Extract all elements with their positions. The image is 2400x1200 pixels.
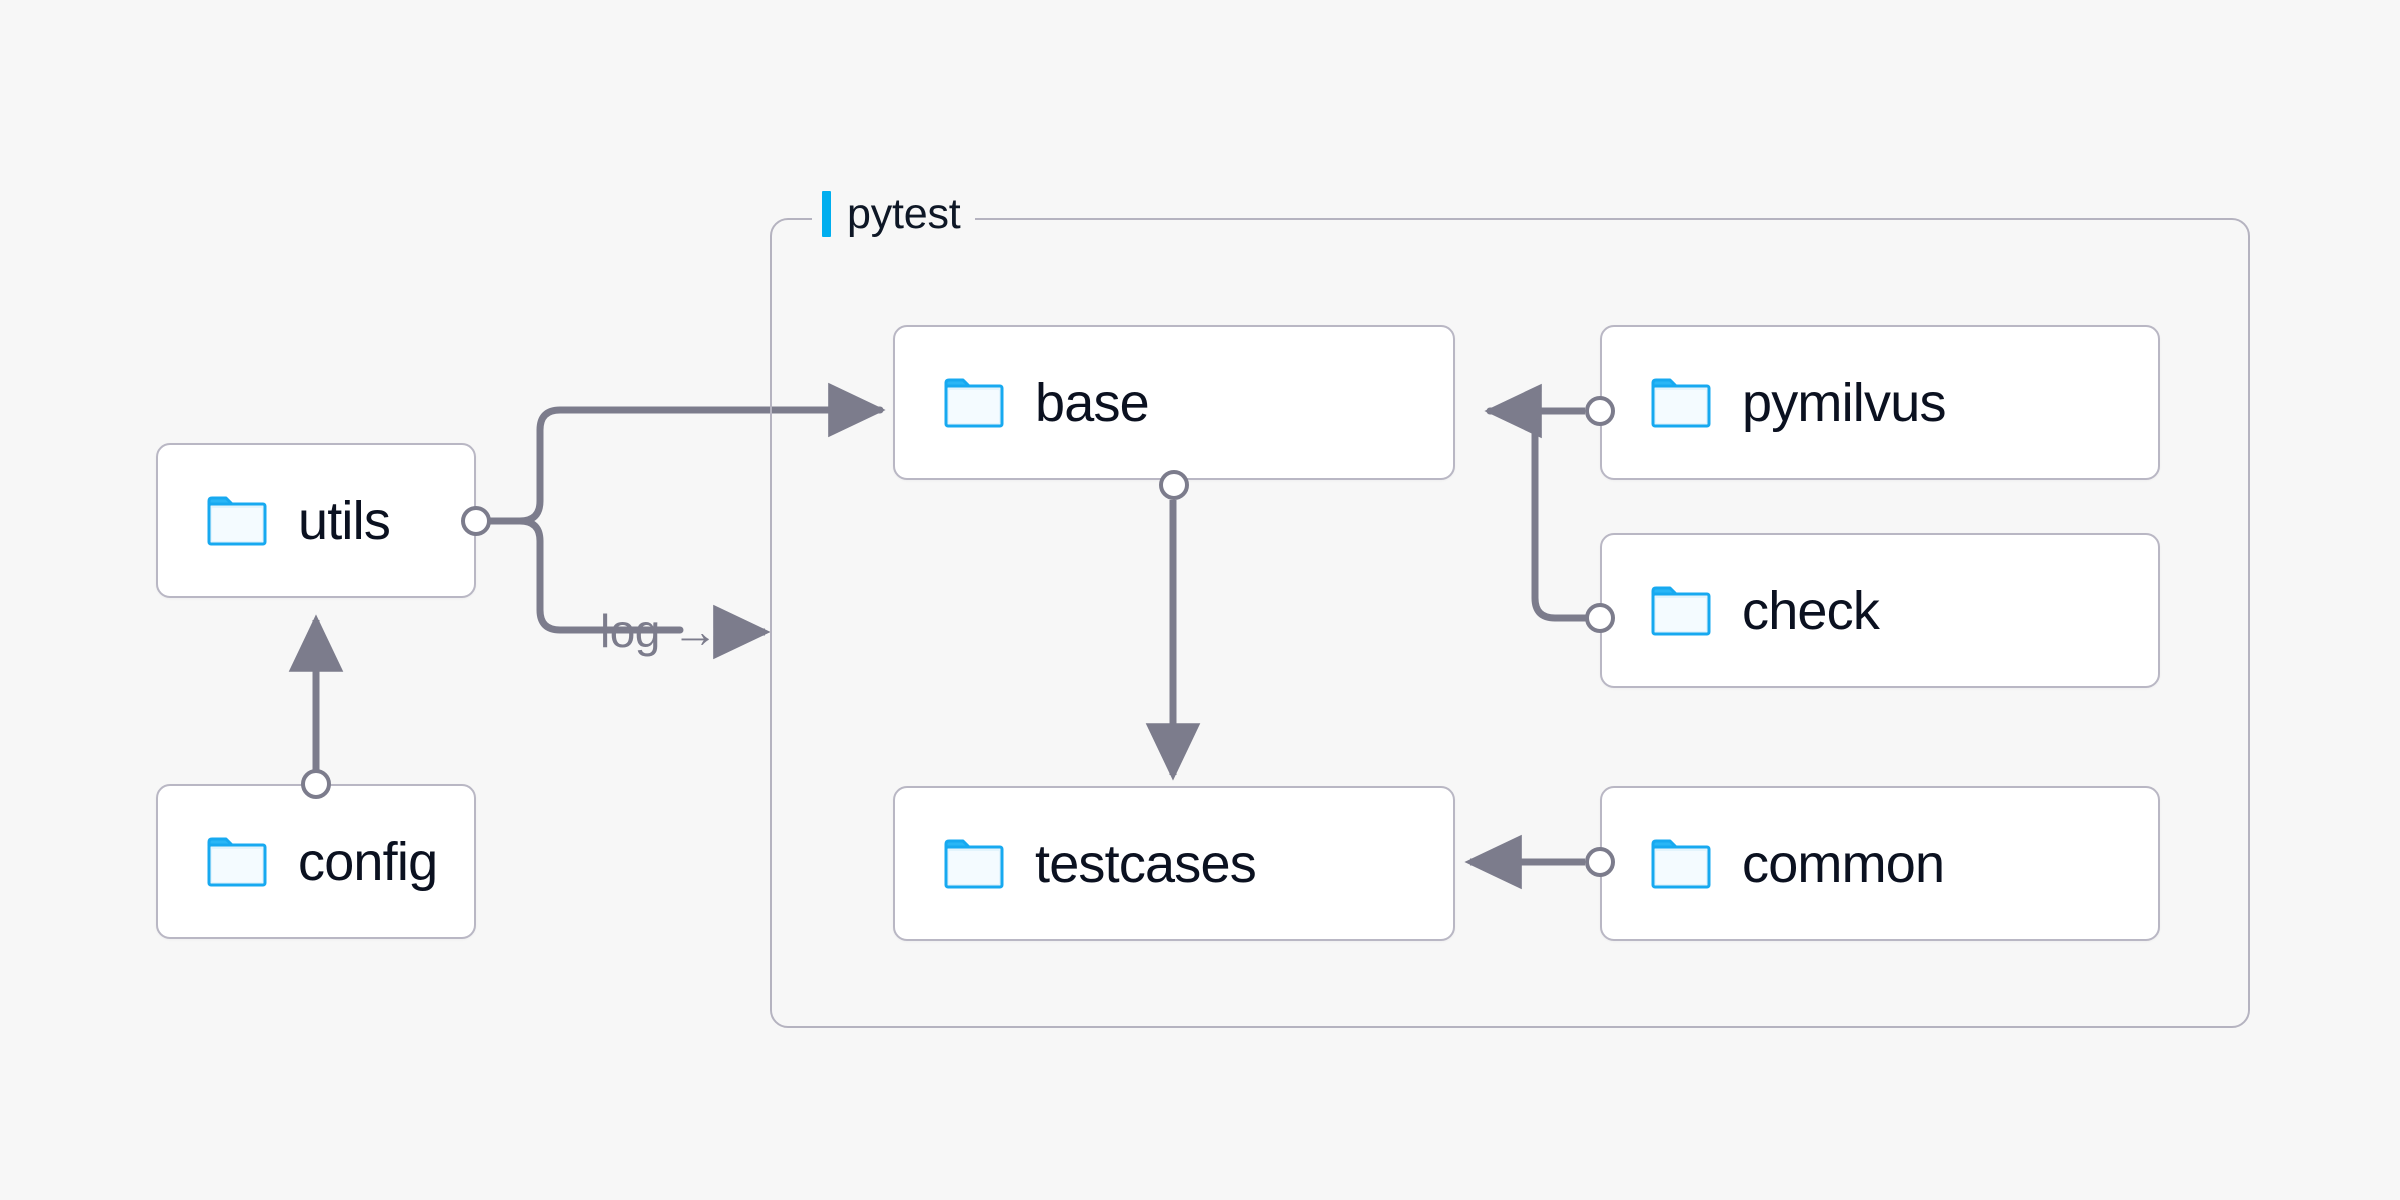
folder-icon — [1651, 586, 1711, 635]
node-base-label: base — [1035, 372, 1150, 433]
node-check[interactable]: check — [1600, 533, 2160, 688]
node-pymilvus[interactable]: pymilvus — [1600, 325, 2160, 480]
port-utils-right[interactable] — [461, 506, 491, 536]
port-check-left[interactable] — [1585, 603, 1615, 633]
folder-icon — [207, 837, 267, 886]
group-pytest-label: pytest — [812, 186, 975, 242]
port-base-bottom[interactable] — [1159, 470, 1189, 500]
folder-icon — [207, 496, 267, 545]
node-common[interactable]: common — [1600, 786, 2160, 941]
folder-icon — [1651, 839, 1711, 888]
node-common-label: common — [1742, 833, 1945, 894]
node-config[interactable]: config — [156, 784, 476, 939]
folder-icon — [1651, 378, 1711, 427]
group-label-text: pytest — [847, 189, 961, 238]
group-pytest[interactable] — [770, 218, 2250, 1028]
node-pymilvus-label: pymilvus — [1742, 372, 1946, 433]
port-pymilvus-left[interactable] — [1585, 396, 1615, 426]
folder-icon — [944, 378, 1004, 427]
node-config-label: config — [298, 831, 438, 892]
group-accent-bar — [822, 191, 831, 237]
node-testcases-label: testcases — [1035, 833, 1257, 894]
port-config-top[interactable] — [301, 769, 331, 799]
node-check-label: check — [1742, 580, 1880, 641]
port-common-left[interactable] — [1585, 847, 1615, 877]
edge-label-log: log → — [600, 605, 718, 657]
node-utils-label: utils — [298, 490, 391, 551]
node-base[interactable]: base — [893, 325, 1455, 480]
folder-icon — [944, 839, 1004, 888]
node-testcases[interactable]: testcases — [893, 786, 1455, 941]
node-utils[interactable]: utils — [156, 443, 476, 598]
